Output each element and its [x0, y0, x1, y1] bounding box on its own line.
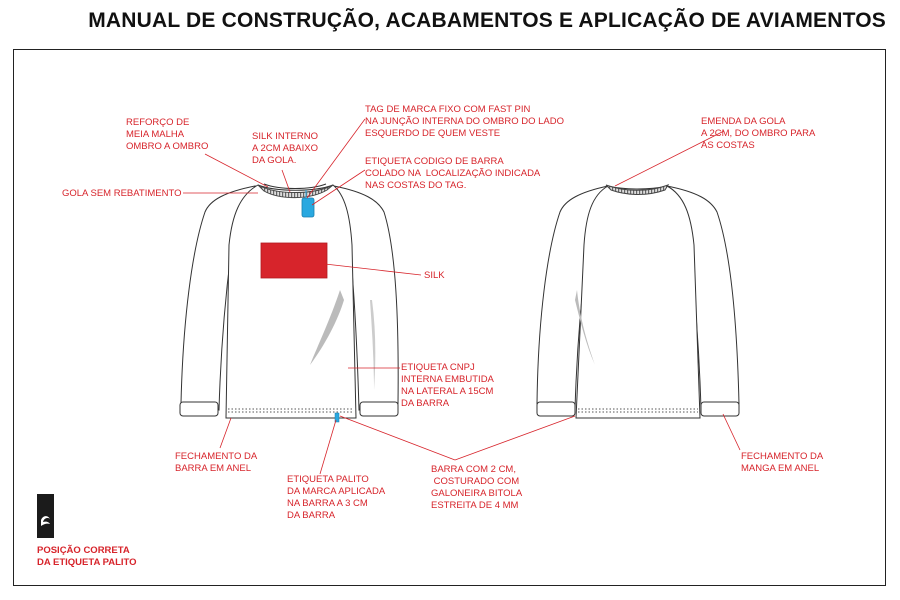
brand-tag — [301, 197, 315, 218]
back-right-cuff — [700, 401, 740, 417]
label-emenda: EMENDA DA GOLA A 2CM, DO OMBRO PARA AS C… — [701, 116, 816, 151]
palito-tag-marker — [334, 412, 340, 423]
label-gola: GOLA SEM REBATIMENTO — [62, 188, 182, 199]
front-collar-rib — [257, 184, 334, 199]
label-palito: ETIQUETA PALITO DA MARCA APLICADA NA BAR… — [287, 474, 386, 521]
front-right-cuff — [359, 401, 399, 417]
back-left-cuff — [536, 401, 576, 417]
label-fechamento-manga: FECHAMENTO DA MANGA EM ANEL — [741, 451, 824, 474]
front-left-sleeve — [180, 185, 256, 411]
front-left-cuff — [179, 401, 219, 417]
back-fold-shade — [575, 290, 595, 365]
label-reforco: REFORÇO DE MEIA MALHA OMBRO A OMBRO — [126, 117, 209, 152]
front-fold-shade — [310, 290, 344, 365]
label-etiqueta-barra: ETIQUETA CODIGO DE BARRA COLADO NA LOCAL… — [365, 156, 541, 191]
front-neck-opening — [263, 183, 327, 189]
leader-lines — [183, 118, 741, 475]
label-cnpj: ETIQUETA CNPJ INTERNA EMBUTIDA NA LATERA… — [401, 362, 494, 409]
front-sweatshirt — [179, 183, 399, 419]
label-tag-marca: TAG DE MARCA FIXO COM FAST PIN NA JUNÇÃO… — [365, 104, 564, 139]
front-sleeve-shade — [370, 300, 376, 390]
diagram-frame — [13, 49, 886, 586]
label-barra: BARRA COM 2 CM, COSTURADO COM GALONEIRA … — [431, 464, 523, 511]
silk-print — [260, 242, 328, 279]
page-title: MANUAL DE CONSTRUÇÃO, ACABAMENTOS E APLI… — [88, 9, 886, 32]
back-body — [575, 185, 701, 419]
label-fechamento-barra: FECHAMENTO DA BARRA EM ANEL — [175, 451, 258, 474]
label-silk-interno: SILK INTERNO A 2CM ABAIXO DA GOLA. — [252, 131, 318, 166]
back-collar-rib — [605, 184, 670, 195]
brand-logo-icon — [41, 516, 50, 526]
palito-tag-sample — [37, 494, 54, 538]
back-sweatshirt — [536, 184, 740, 419]
label-posicao: POSIÇÃO CORRETA DA ETIQUETA PALITO — [37, 545, 137, 568]
label-silk: SILK — [424, 270, 445, 281]
